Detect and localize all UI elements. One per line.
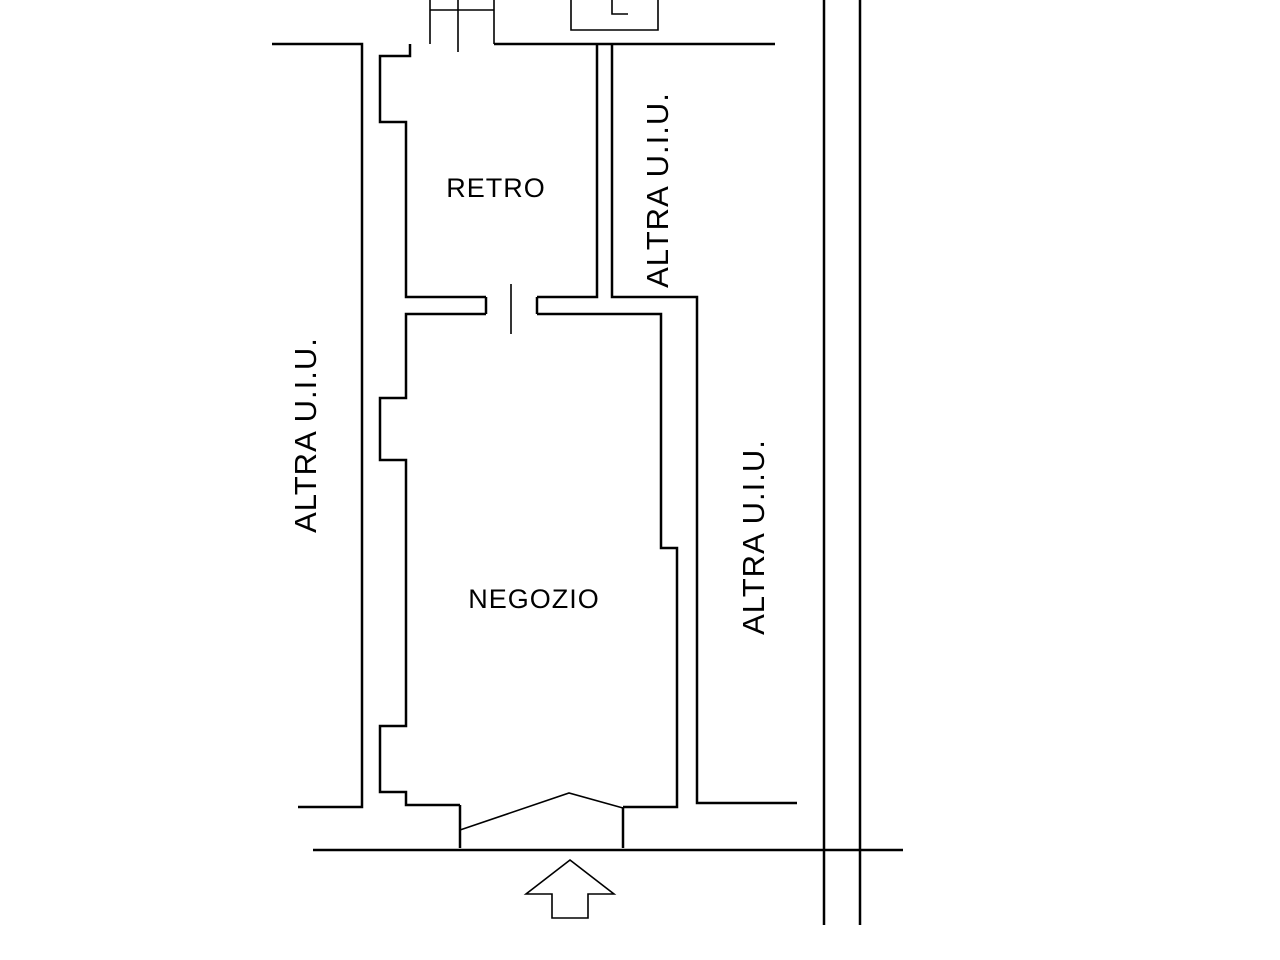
top-right-bay [570,0,659,31]
right-neighbor-boundary [610,44,797,805]
negozio-right-wall [537,312,679,809]
shop-entrance [458,792,625,848]
inner-left-wall [378,44,486,807]
neighbor-label-right-upper: ALTRA U.I.U. [640,92,675,288]
arrow-up-icon [523,858,617,919]
room-label-retro: RETRO [446,173,546,203]
neighbor-label-left: ALTRA U.I.U. [288,337,323,533]
room-label-negozio: NEGOZIO [468,584,600,614]
retro-right-wall [537,44,599,299]
top-window-bay [429,0,495,52]
side-road [822,0,862,925]
top-left-boundary [272,42,364,809]
neighbor-label-right-lower: ALTRA U.I.U. [736,439,771,635]
interior-doorway [484,284,539,334]
